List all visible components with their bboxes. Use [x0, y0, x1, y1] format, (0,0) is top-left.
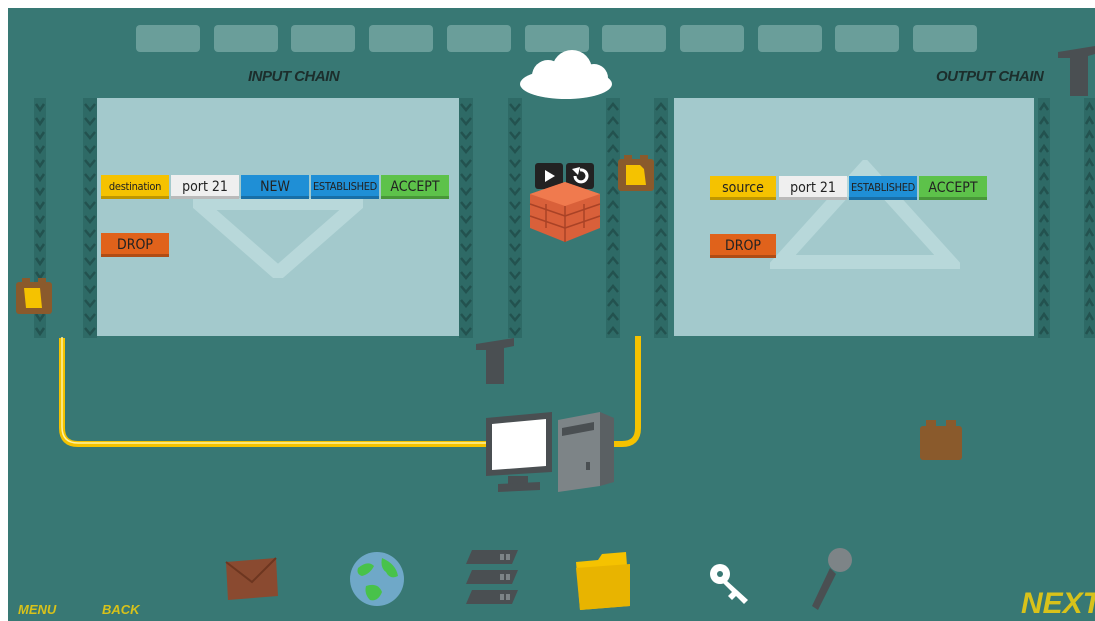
- packet-slot[interactable]: [602, 25, 666, 52]
- input-chain-conveyor-right: [459, 98, 473, 338]
- output-default-policy[interactable]: DROP: [710, 234, 776, 258]
- packet-slot[interactable]: [214, 25, 278, 52]
- spare-packet-box-icon[interactable]: [918, 418, 964, 462]
- back-button[interactable]: BACK: [102, 602, 140, 617]
- conveyor-chevrons: [654, 98, 668, 338]
- output-rule-state-established[interactable]: ESTABLISHED: [849, 176, 917, 200]
- packet-slot[interactable]: [447, 25, 511, 52]
- game-stage: INPUT CHAIN OUTPUT CHAIN destination por…: [8, 8, 1095, 621]
- output-rule-port[interactable]: port 21: [779, 176, 847, 200]
- input-default-policy[interactable]: DROP: [101, 233, 169, 257]
- firewall-conveyor-left: [508, 98, 522, 338]
- conveyor-chevrons: [459, 98, 473, 338]
- conveyor-chevrons: [83, 98, 97, 338]
- input-rule-direction[interactable]: destination: [101, 175, 169, 199]
- packet-folder-icon[interactable]: [616, 153, 656, 193]
- input-rule-action[interactable]: ACCEPT: [381, 175, 449, 199]
- key-icon[interactable]: [708, 560, 754, 606]
- conveyor-chevrons: [1084, 98, 1095, 338]
- packet-slot[interactable]: [369, 25, 433, 52]
- output-rule-direction[interactable]: source: [710, 176, 776, 200]
- input-chain-panel[interactable]: [97, 98, 459, 336]
- input-chain-label: INPUT CHAIN: [248, 68, 339, 85]
- input-rule-state-new[interactable]: NEW: [241, 175, 309, 199]
- output-chain-panel[interactable]: [674, 98, 1034, 336]
- firewall-icon: [528, 180, 602, 244]
- packet-slot[interactable]: [680, 25, 744, 52]
- outgoing-conveyor: [1084, 98, 1095, 338]
- input-rule-port[interactable]: port 21: [171, 175, 239, 199]
- packet-slot[interactable]: [525, 25, 589, 52]
- next-button[interactable]: NEXT: [1021, 587, 1095, 621]
- server-rack-icon[interactable]: [464, 548, 520, 608]
- output-chute-icon: [1058, 46, 1095, 98]
- conveyor-chevrons: [1038, 98, 1050, 338]
- packet-slot[interactable]: [913, 25, 977, 52]
- firewall-conveyor-right: [606, 98, 620, 338]
- conveyor-chevrons: [508, 98, 522, 338]
- envelope-icon[interactable]: [222, 556, 280, 604]
- output-rule-action[interactable]: ACCEPT: [919, 176, 987, 200]
- output-chain-conveyor-left: [654, 98, 668, 338]
- globe-icon[interactable]: [348, 550, 406, 608]
- menu-button[interactable]: MENU: [18, 602, 56, 617]
- folder-icon[interactable]: [572, 548, 634, 614]
- microphone-icon[interactable]: [808, 546, 854, 616]
- input-rule-state-established[interactable]: ESTABLISHED: [311, 175, 379, 199]
- packet-slot[interactable]: [136, 25, 200, 52]
- conveyor-chevrons: [606, 98, 620, 338]
- packet-slot[interactable]: [758, 25, 822, 52]
- cloud-icon: [516, 50, 616, 100]
- input-chain-conveyor-left: [83, 98, 97, 338]
- down-arrow-watermark: [193, 198, 363, 278]
- packet-slot[interactable]: [835, 25, 899, 52]
- computer-icon: [482, 410, 622, 502]
- output-chain-conveyor-right: [1038, 98, 1050, 338]
- packet-slot[interactable]: [291, 25, 355, 52]
- drop-chute-icon: [474, 338, 516, 388]
- incoming-packet-folder-icon[interactable]: [14, 276, 54, 316]
- output-chain-label: OUTPUT CHAIN: [936, 68, 1043, 85]
